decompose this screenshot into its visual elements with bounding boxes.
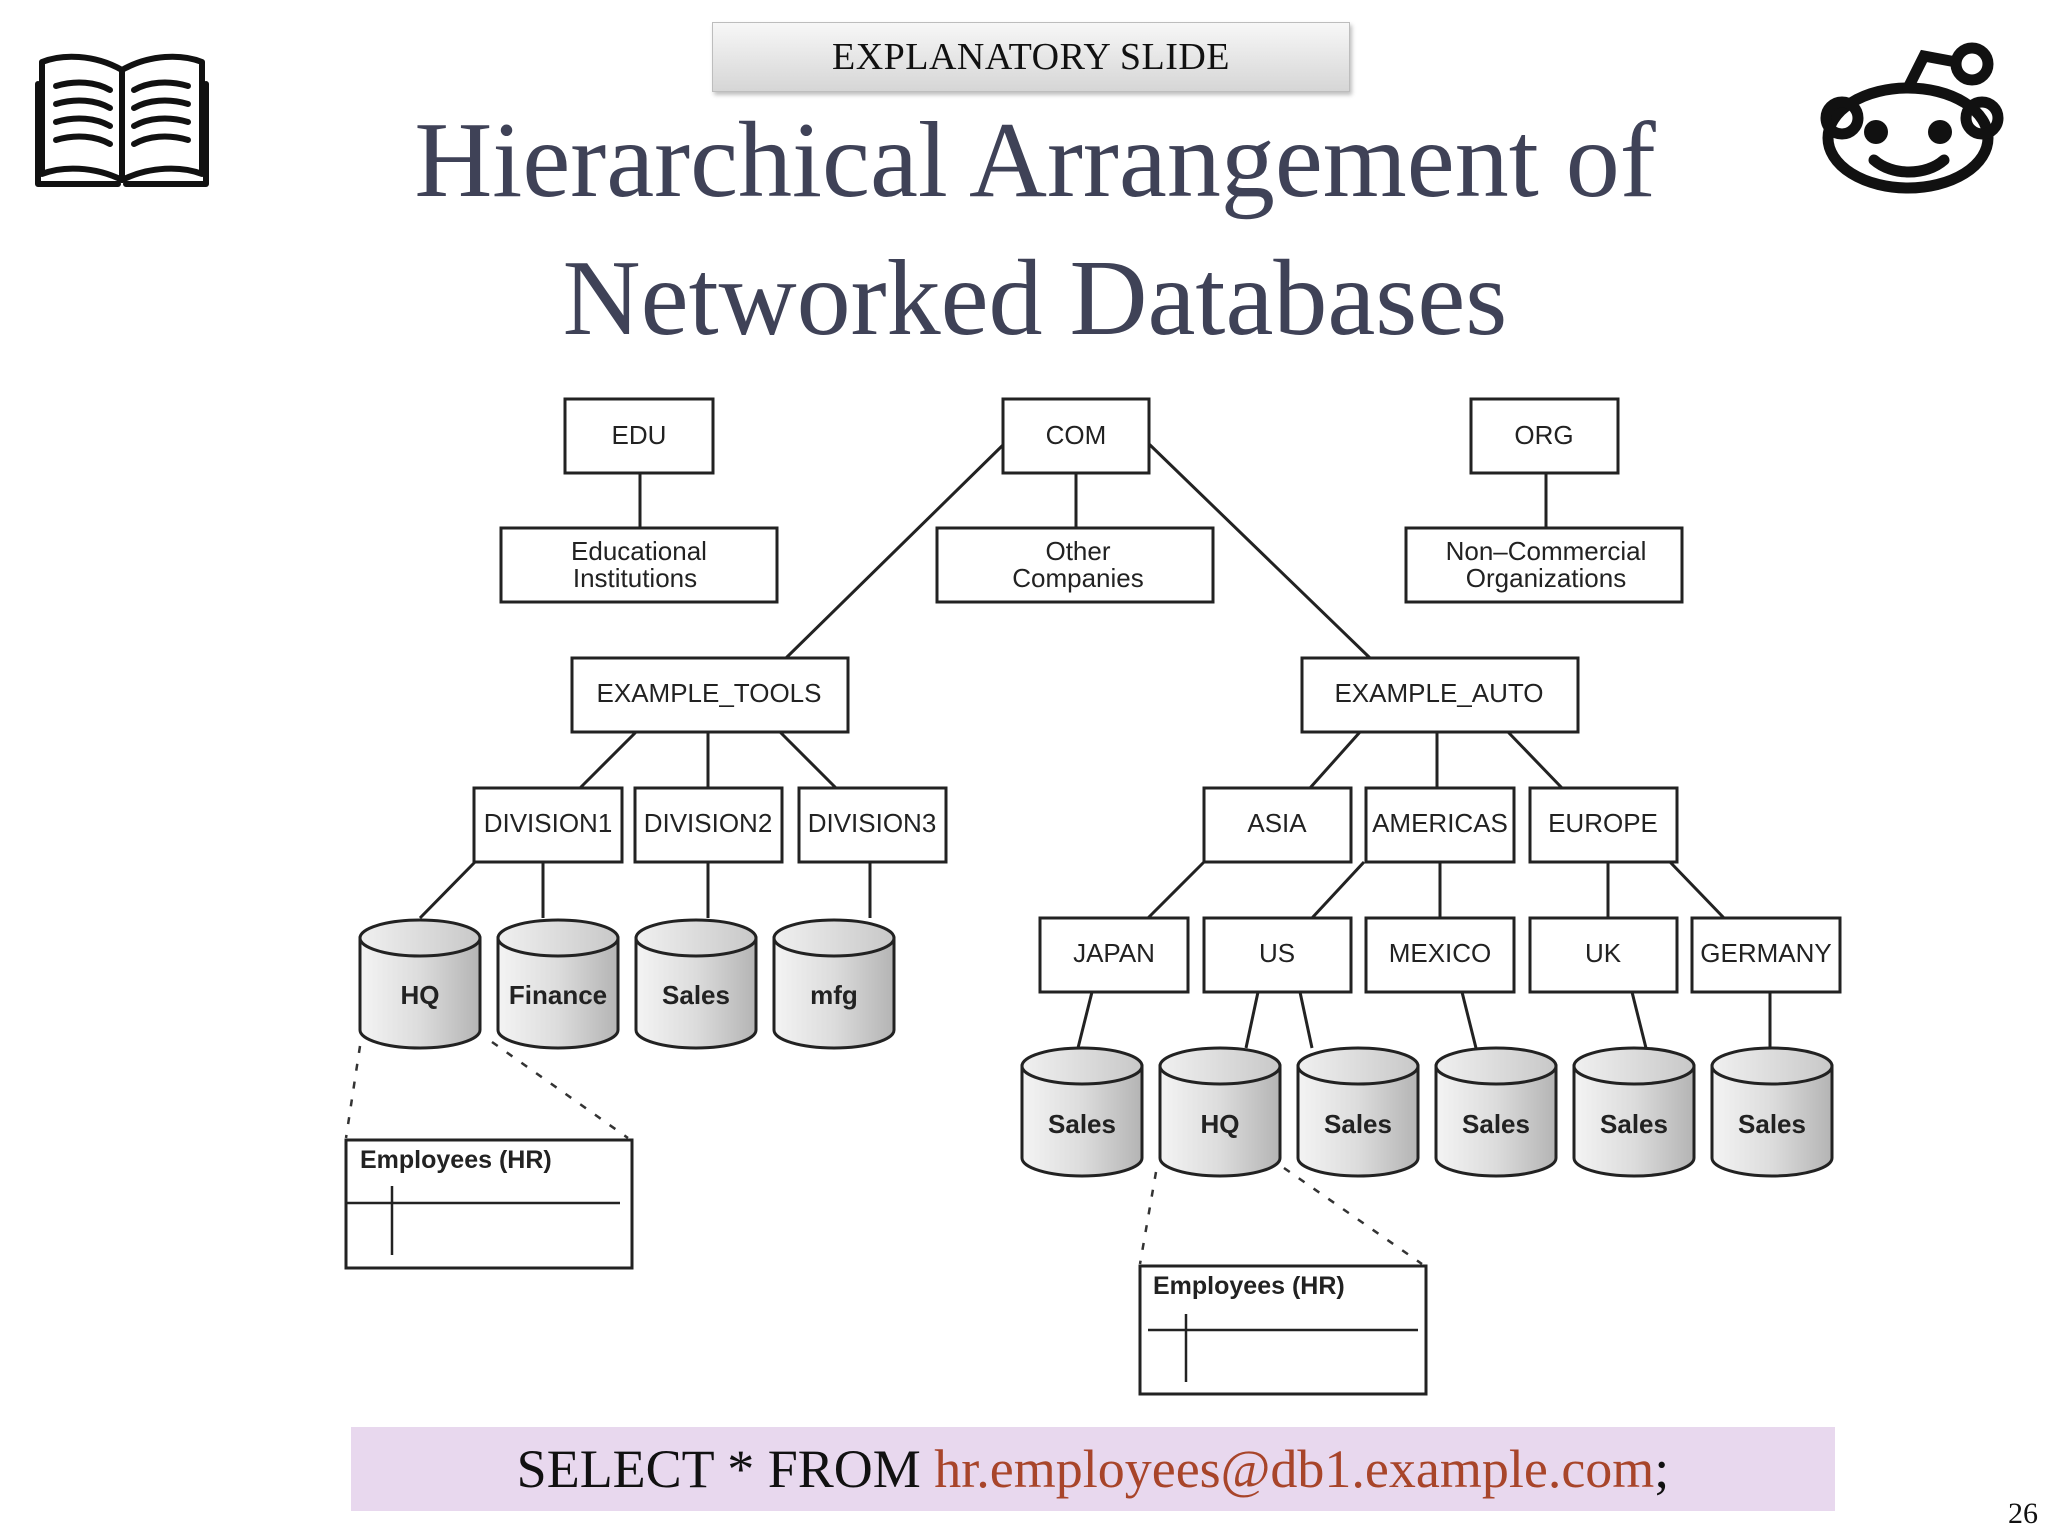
node-division3 [797, 786, 948, 864]
node-uk [1528, 916, 1679, 994]
node-org [1469, 397, 1620, 475]
node-japan [1038, 916, 1190, 994]
sql-db-link: hr.employees@db1.example.com [934, 1439, 1655, 1499]
node-americas [1364, 786, 1516, 864]
db-cylinder-sales-tools: Sales [634, 918, 758, 1050]
employees-label-tools: Employees (HR) [360, 1146, 552, 1174]
node-educational-institutions [499, 526, 779, 604]
node-us [1202, 916, 1353, 994]
dashed-links [344, 1040, 1423, 1266]
node-europe [1528, 786, 1679, 864]
explanatory-badge: EXPLANATORY SLIDE [712, 22, 1350, 92]
db-cylinder-hq: HQ [358, 918, 482, 1050]
title-line-2: Networked Databases [562, 239, 1508, 358]
label-organizations: Organizations [1466, 563, 1626, 593]
node-mexico [1364, 916, 1516, 994]
db-label-hq-us: HQ [1201, 1109, 1240, 1139]
tree-connectors [418, 442, 1772, 1049]
label-example-tools: EXAMPLE_TOOLS [597, 678, 822, 708]
db-label-mfg: mfg [810, 980, 858, 1010]
employees-table-tools [344, 1138, 634, 1270]
db-label-sales-us: Sales [1324, 1109, 1392, 1139]
node-other-companies [935, 526, 1215, 604]
db-cylinder-mfg: mfg [772, 918, 896, 1050]
db-cylinder-sales-japan: Sales [1020, 1046, 1144, 1178]
label-division3: DIVISION3 [808, 808, 937, 838]
db-cylinder-sales-uk: Sales [1572, 1046, 1696, 1178]
db-label-sales-mexico: Sales [1462, 1109, 1530, 1139]
db-label-hq: HQ [401, 980, 440, 1010]
label-germany: GERMANY [1700, 938, 1831, 968]
node-division1 [472, 786, 624, 864]
label-institutions: Institutions [573, 563, 697, 593]
db-cylinder-sales-germany: Sales [1710, 1046, 1834, 1178]
node-asia [1202, 786, 1353, 864]
db-cylinder-hq-us: HQ [1158, 1046, 1282, 1178]
db-label-sales-uk: Sales [1600, 1109, 1668, 1139]
sql-query-bar: SELECT * FROM hr.employees@db1.example.c… [351, 1427, 1835, 1511]
label-europe: EUROPE [1548, 808, 1658, 838]
open-book-icon [35, 53, 209, 187]
node-germany [1690, 916, 1842, 994]
node-com [1001, 397, 1151, 475]
label-division1: DIVISION1 [484, 808, 613, 838]
page-number: 26 [2008, 1497, 2038, 1530]
db-label-sales-tools: Sales [662, 980, 730, 1010]
robot-face-icon [1820, 42, 2004, 194]
label-non-commercial: Non–Commercial [1446, 536, 1647, 566]
label-edu: EDU [612, 420, 667, 450]
db-cylinder-sales-mexico: Sales [1434, 1046, 1558, 1178]
label-us: US [1259, 938, 1295, 968]
label-americas: AMERICAS [1372, 808, 1508, 838]
label-mexico: MEXICO [1389, 938, 1492, 968]
label-uk: UK [1585, 938, 1622, 968]
label-com: COM [1046, 420, 1107, 450]
label-asia: ASIA [1247, 808, 1307, 838]
db-cylinder-sales-us: Sales [1296, 1046, 1420, 1178]
db-label-finance: Finance [509, 980, 607, 1010]
employees-table-auto [1138, 1264, 1428, 1396]
node-example-tools [570, 656, 850, 734]
label-japan: JAPAN [1073, 938, 1155, 968]
label-example-auto: EXAMPLE_AUTO [1334, 678, 1543, 708]
node-example-auto [1300, 656, 1580, 734]
label-division2: DIVISION2 [644, 808, 773, 838]
db-cylinder-finance: Finance [496, 918, 620, 1050]
sql-suffix: ; [1654, 1439, 1670, 1499]
label-educational: Educational [571, 536, 707, 566]
title-line-1: Hierarchical Arrangement of [414, 101, 1656, 220]
node-division2 [633, 786, 784, 864]
label-companies: Companies [1012, 563, 1144, 593]
label-org: ORG [1514, 420, 1573, 450]
node-edu [563, 397, 715, 475]
label-other: Other [1045, 536, 1110, 566]
employees-label-auto: Employees (HR) [1153, 1272, 1345, 1300]
db-label-sales-japan: Sales [1048, 1109, 1116, 1139]
sql-prefix: SELECT * FROM [516, 1439, 935, 1499]
db-label-sales-germany: Sales [1738, 1109, 1806, 1139]
slide-title: Hierarchical Arrangement of Networked Da… [270, 92, 1800, 368]
node-non-commercial-organizations [1404, 526, 1684, 604]
